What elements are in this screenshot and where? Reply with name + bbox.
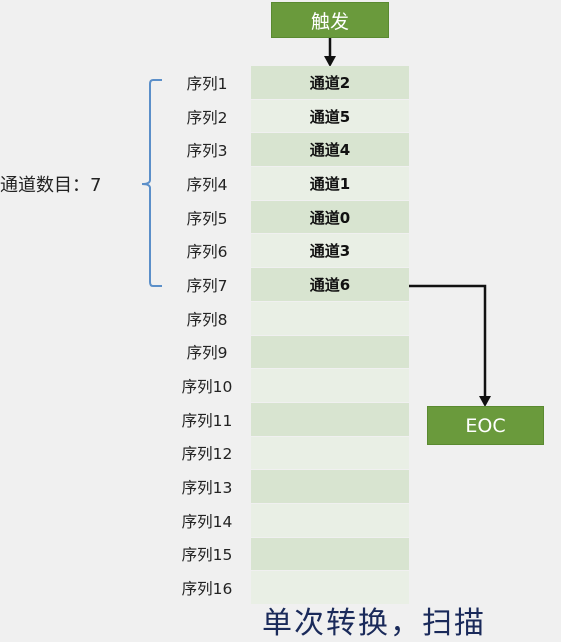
sequence-label: 序列9 [186, 344, 228, 363]
channel-slot [251, 335, 409, 370]
channel-slot [251, 470, 409, 504]
channel-slot: 通道5 [251, 99, 409, 134]
channel-slot: 通道6 [251, 268, 409, 302]
sequence-label: 序列11 [181, 411, 233, 430]
sequence-label: 序列14 [181, 512, 233, 531]
sequence-label: 序列16 [181, 580, 233, 599]
brace-bracket [141, 79, 162, 287]
sequence-label: 序列5 [186, 209, 228, 228]
trigger-box: 触发 [271, 2, 389, 38]
sequence-label: 序列10 [181, 378, 233, 397]
sequence-label-column: 序列1 序列2 序列3 序列4 序列5 序列6 序列7 序列8 序列9 序列10 序列11 序列12 序… [170, 66, 244, 605]
trigger-arrow-head [324, 56, 336, 67]
eoc-connector-line [409, 284, 487, 398]
sequence-label: 序列3 [186, 142, 228, 161]
channel-slot [251, 571, 409, 605]
bottom-caption: 单次转换，扫描 [262, 606, 486, 641]
sequence-label: 序列1 [186, 74, 228, 93]
sequence-label: 序列6 [186, 243, 228, 262]
channel-slot: 通道2 [251, 66, 409, 100]
channel-slot: 通道1 [251, 167, 409, 201]
channel-slot [251, 301, 409, 336]
sequence-label: 序列8 [186, 310, 228, 329]
channel-slot: 通道0 [251, 200, 409, 235]
channel-slot: 通道3 [251, 234, 409, 269]
channel-slot: 通道4 [251, 133, 409, 168]
channel-slot [251, 537, 409, 572]
channel-slot [251, 369, 409, 403]
sequence-label: 序列12 [181, 445, 233, 464]
channel-slot [251, 503, 409, 538]
connector-layer [141, 38, 491, 407]
sequence-label: 序列7 [186, 276, 228, 295]
channel-slot [251, 402, 409, 437]
sequence-label: 序列4 [186, 175, 228, 194]
channel-count-label: 通道数目：7 [0, 175, 102, 196]
sequence-label: 序列15 [181, 546, 233, 565]
eoc-box: EOC [427, 406, 544, 445]
sequence-label: 序列2 [186, 108, 228, 127]
eoc-arrow-head [479, 396, 491, 407]
channel-slot [251, 436, 409, 471]
sequence-label: 序列13 [181, 479, 233, 498]
